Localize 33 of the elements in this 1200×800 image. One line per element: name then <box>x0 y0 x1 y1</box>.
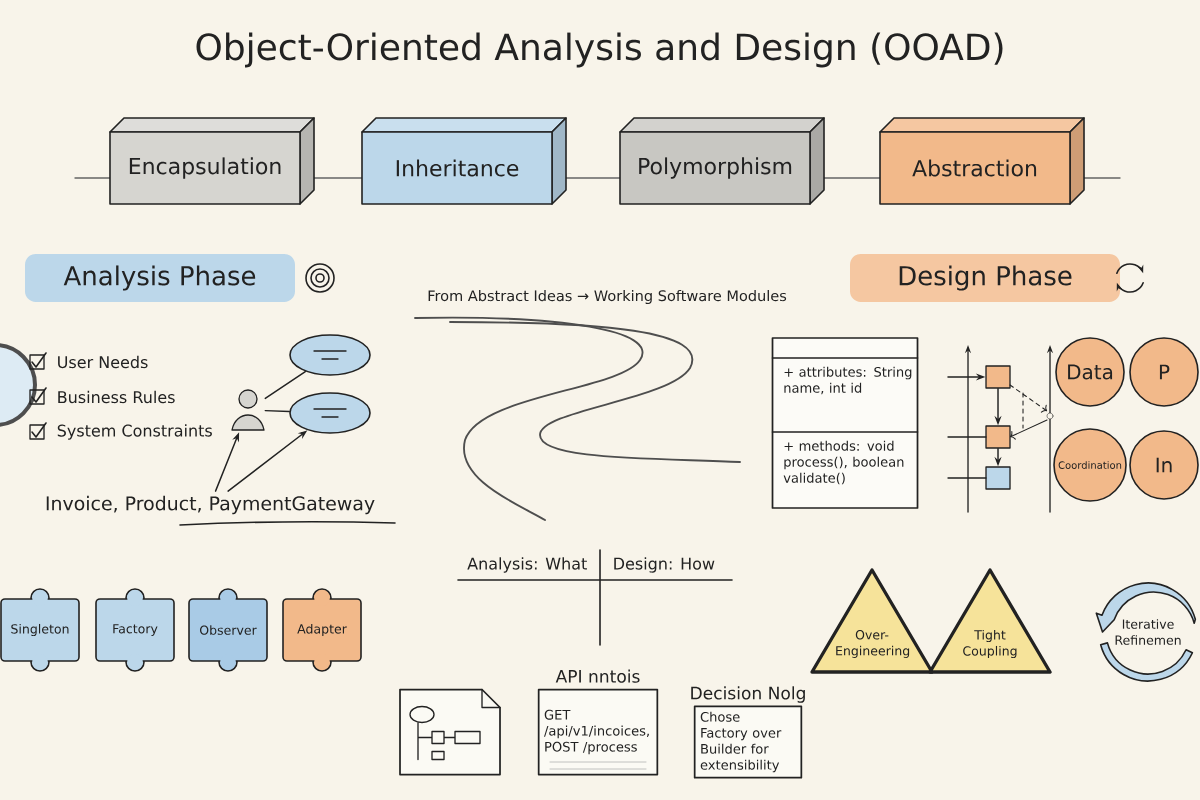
class-names: Invoice, Product, PaymentGateway <box>46 495 396 526</box>
activation-box <box>985 365 1011 389</box>
document-drawing <box>399 688 501 776</box>
speech-bubble <box>289 334 371 376</box>
heading-banner: Analysis Phase <box>25 254 295 302</box>
heading-banner: Design Phase <box>850 254 1120 302</box>
road-caption: From Abstract Ideas → Working Software Modules <box>428 289 787 305</box>
title: Object-Oriented Analysis and Design (OOAD) <box>196 32 1003 68</box>
class-box: + attributes: String name, int id + methods: void process(), boolean validate() <box>771 337 919 509</box>
warning-triangle: Over- Engineering <box>810 568 934 674</box>
stone-block: Inheritance <box>361 117 567 205</box>
activation-box <box>985 466 1011 490</box>
cycle-label: Iterative Refinemen <box>1115 619 1181 645</box>
stone-block: Abstraction <box>879 117 1085 205</box>
person-icon <box>231 389 265 431</box>
stone-block: Polymorphism <box>619 117 825 205</box>
column-heading: Design: How <box>614 557 715 573</box>
speech-bubble <box>289 392 371 434</box>
puzzle-piece: Factory <box>95 588 175 672</box>
puzzle-piece: Singleton <box>0 588 80 672</box>
puzzle-piece: Observer <box>188 588 268 672</box>
checklist-item: System Constraints <box>57 424 212 440</box>
node-label: API nntois <box>555 669 640 683</box>
activation-box <box>985 425 1011 449</box>
column-heading: Analysis: What <box>467 557 587 573</box>
warning-triangle: Tight Coupling <box>928 568 1052 674</box>
checklist-item: Business Rules <box>58 390 175 404</box>
note-card: Decision Nolg Chose Factory over Builder for extensibility <box>691 686 805 779</box>
puzzle-piece: Adapter <box>282 588 362 672</box>
checklist-item: User Needs <box>58 355 148 369</box>
note-card: API nntois GET /api/v1/incoices, POST /process <box>537 669 659 776</box>
stone-block: Encapsulation <box>109 117 315 205</box>
node-label: Decision Nolg <box>691 686 805 703</box>
